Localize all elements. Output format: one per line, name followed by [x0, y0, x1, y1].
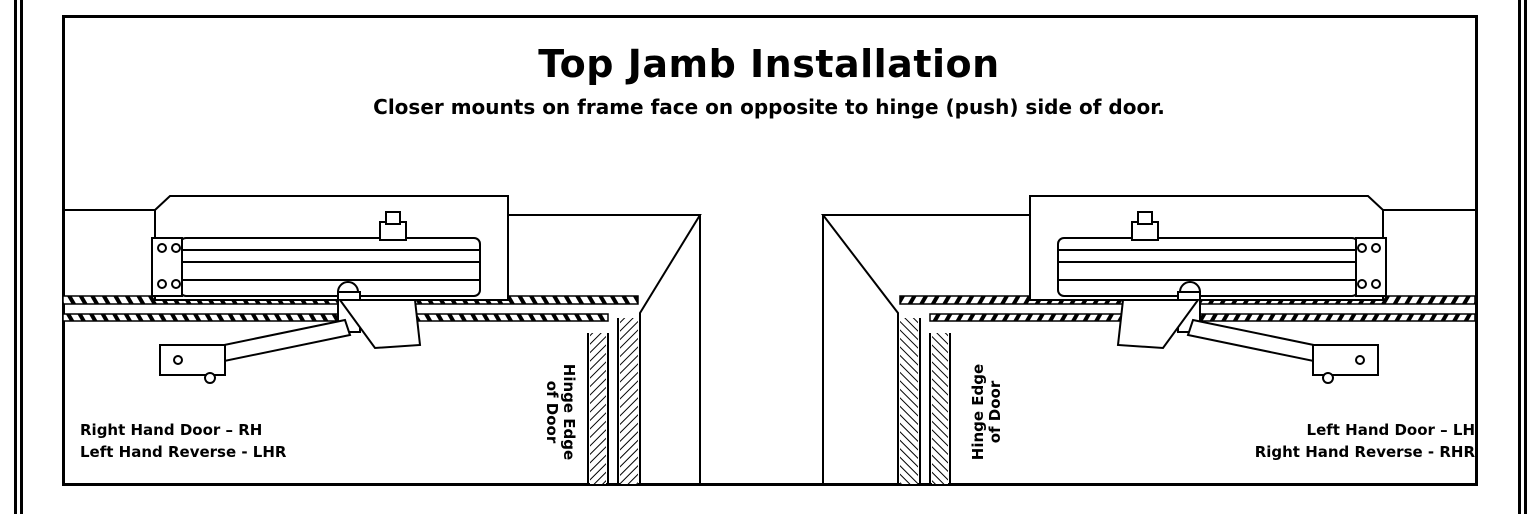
left-door-illustration [62, 195, 702, 484]
right-door-illustration [820, 195, 1476, 484]
door-top-stripe-left-2 [62, 313, 609, 322]
hinge-edge-label-left-line2: of Door [543, 380, 562, 444]
diagram-subtitle: Closer mounts on frame face on opposite … [373, 95, 1165, 119]
caption-left-line1: Right Hand Door – RH [80, 421, 263, 439]
frame-edge-hatch-left [620, 318, 638, 484]
outer-border-right-1 [1518, 0, 1521, 514]
door-top-stripe-right-2 [929, 313, 1476, 322]
caption-right: Left Hand Door – LH Right Hand Reverse -… [1255, 419, 1475, 463]
hinge-edge-label-right-line2: of Door [986, 380, 1005, 444]
outer-border-right-2 [1524, 0, 1527, 514]
hinge-edge-hatch-right [932, 333, 948, 484]
caption-left-line2: Left Hand Reverse - LHR [80, 443, 287, 461]
outer-border-left-1 [14, 0, 17, 514]
frame-edge-hatch-right [900, 318, 918, 484]
caption-right-line1: Left Hand Door – LH [1306, 421, 1475, 439]
hinge-edge-label-right: Hinge Edge of Door [969, 363, 1005, 461]
hinge-edge-hatch-left [590, 333, 606, 484]
diagram-title: Top Jamb Installation [538, 42, 1000, 86]
hinge-edge-label-right-line1: Hinge Edge [969, 363, 988, 461]
caption-right-line2: Right Hand Reverse - RHR [1254, 443, 1475, 461]
caption-left: Right Hand Door – RH Left Hand Reverse -… [80, 419, 286, 463]
hinge-edge-label-left-line1: Hinge Edge [560, 363, 579, 461]
hinge-edge-label-left: Hinge Edge of Door [543, 363, 579, 461]
outer-border-left-2 [20, 0, 23, 514]
